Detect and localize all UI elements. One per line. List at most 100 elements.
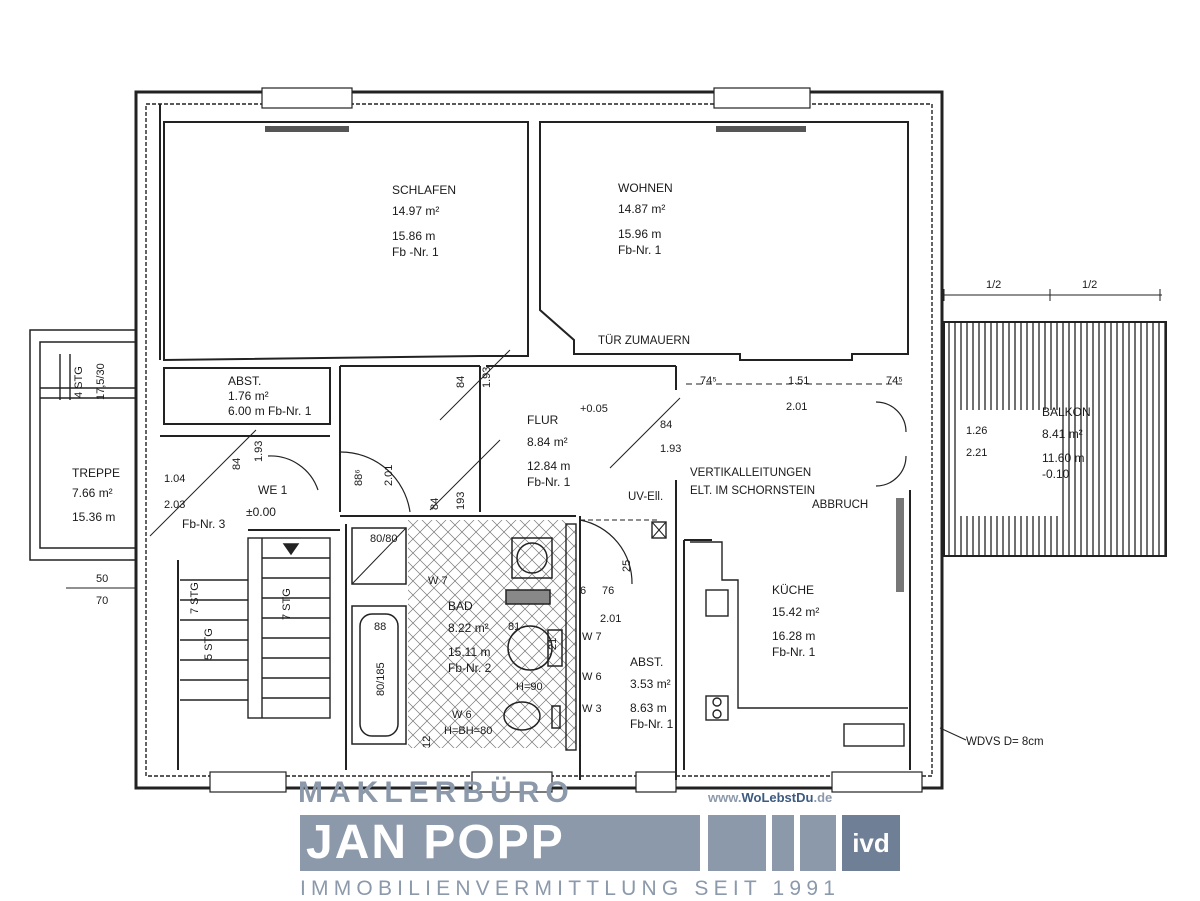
- room-perimeter: 15.96 m: [618, 227, 661, 241]
- note-window: W 7: [428, 575, 448, 587]
- room-treppe: TREPPE 7.66 m² 15.36 m: [72, 466, 120, 524]
- room-area: 8.22 m²: [448, 621, 489, 635]
- windows: [209, 87, 923, 793]
- room-area: 1.76 m²: [228, 389, 269, 403]
- dim-886: 88⁶: [353, 469, 365, 486]
- room-level: -0.10: [1042, 467, 1070, 481]
- note-uv: UV-Ell.: [628, 491, 663, 503]
- room-name: ABST.: [228, 374, 261, 388]
- brand-maklerbuero: MAKLERBÜRO: [298, 776, 575, 809]
- room-wohnen: WOHNEN 14.87 m² 15.96 m Fb-Nr. 1: [618, 181, 673, 257]
- dim-201: 2.01: [383, 465, 395, 486]
- room-name: WOHNEN: [618, 181, 673, 195]
- room-we1: WE 1 ±0.00 Fb-Nr. 3: [182, 483, 288, 531]
- room-kueche: KÜCHE 15.42 m² 16.28 m Fb-Nr. 1: [772, 583, 819, 659]
- dim-201: 2.01: [786, 401, 807, 413]
- dim-76: 76: [602, 585, 614, 597]
- dim-126: 1.26: [966, 425, 987, 437]
- web-suffix: .de: [813, 790, 833, 805]
- stairs: [59, 354, 331, 719]
- note-height: H=90: [516, 681, 543, 693]
- note-height: H=BH=80: [444, 725, 492, 737]
- dim-74: 74⁵: [886, 375, 903, 387]
- room-perimeter: 12.84 m: [527, 459, 570, 473]
- dim-104: 1.04: [164, 473, 185, 485]
- kitchen-fixtures: [690, 541, 908, 747]
- shaft-wall: [565, 523, 577, 751]
- room-bad: BAD 8.22 m² 15.11 m Fb-Nr. 2: [448, 599, 492, 675]
- brand-block: [708, 815, 766, 871]
- dim-50: 50: [96, 573, 108, 585]
- dim-21: 21: [547, 638, 559, 650]
- note-window: W 6: [582, 671, 602, 683]
- dim-half: 1/2: [1082, 279, 1097, 291]
- brand-name: JAN POPP: [306, 816, 565, 869]
- brand-tagline: IMMOBILIENVERMITTLUNG SEIT 1991: [300, 877, 841, 900]
- dim-221: 2.21: [966, 447, 987, 459]
- uv-box: [651, 521, 667, 539]
- room-perimeter: 6.00 m Fb-Nr. 1: [228, 404, 312, 418]
- dim-201: 2.01: [600, 613, 621, 625]
- room-fb: Fb-Nr. 1: [527, 475, 571, 489]
- dimension-labels: 84 1.93 74⁵ 1.51 74⁵ 2.01 84 1.93 1.26 2…: [96, 279, 1097, 748]
- dim-84: 84: [455, 376, 467, 388]
- door-swings: [267, 401, 907, 585]
- upper-rooms: [163, 121, 909, 362]
- room-name: KÜCHE: [772, 583, 814, 597]
- room-area: 8.41 m²: [1042, 427, 1083, 441]
- note-window: W 7: [582, 631, 602, 643]
- note-elt-schornstein: ELT. IM SCHORNSTEIN: [690, 485, 815, 497]
- dim-84: 84: [660, 419, 672, 431]
- room-perimeter: 15.36 m: [72, 510, 115, 524]
- dim-half: 1/2: [986, 279, 1001, 291]
- note-stg: 7 STG: [281, 588, 293, 620]
- dimension-lines: [66, 349, 906, 589]
- brand-block: [800, 815, 836, 871]
- room-abst2: ABST. 3.53 m² 8.63 m Fb-Nr. 1: [630, 655, 674, 731]
- room-area: 15.42 m²: [772, 605, 819, 619]
- bath-fixtures: [351, 527, 563, 745]
- room-area: 7.66 m²: [72, 486, 113, 500]
- note-tuer-zumauern: TÜR ZUMAUERN: [598, 335, 690, 347]
- interior-walls: [160, 365, 911, 780]
- dim-193: 1.93: [481, 367, 493, 388]
- brand-bar: [300, 815, 700, 871]
- dim-8080: 80/80: [370, 533, 398, 545]
- note-window: W 3: [582, 703, 602, 715]
- dim-193: 193: [455, 492, 467, 510]
- dim-6: 6: [580, 585, 586, 597]
- dim-80185: 80/185: [375, 662, 387, 696]
- dim-25: 25: [621, 560, 633, 572]
- dim-84: 84: [231, 458, 243, 470]
- room-name: FLUR: [527, 413, 559, 427]
- room-area: 14.97 m²: [392, 204, 439, 218]
- brand-website: www.WoLebstDu.de: [708, 790, 908, 805]
- note-abbruch: ABBRUCH: [812, 499, 868, 511]
- room-fb: Fb-Nr. 3: [182, 517, 226, 531]
- dim-81: 81: [508, 621, 520, 633]
- bad-tiles: [408, 520, 566, 748]
- web-domain: WoLebstDu: [741, 790, 814, 805]
- room-fb: Fb-Nr. 1: [618, 243, 662, 257]
- dim-203: 2.03: [164, 499, 185, 511]
- room-perimeter: 11.60 m: [1042, 451, 1084, 465]
- room-area: 8.84 m²: [527, 435, 568, 449]
- room-flur: FLUR 8.84 m² 12.84 m Fb-Nr. 1 +0.05: [527, 403, 608, 489]
- brand-block: [772, 815, 794, 871]
- room-name: TREPPE: [72, 466, 120, 480]
- note-wdvs: WDVS D= 8cm: [966, 736, 1044, 748]
- dim-70: 70: [96, 595, 108, 607]
- note-window: W 6: [452, 709, 472, 721]
- dim-193: 1.93: [253, 441, 265, 462]
- dim-12: 12: [421, 736, 433, 748]
- room-name: SCHLAFEN: [392, 183, 456, 197]
- dim-84: 84: [429, 498, 441, 510]
- note-stg: 5 STG: [203, 628, 215, 660]
- room-perimeter: 15.11 m: [448, 645, 490, 659]
- dim-74: 74⁵: [700, 375, 717, 387]
- room-perimeter: 15.86 m: [392, 229, 435, 243]
- room-area: 14.87 m²: [618, 202, 665, 216]
- balkon-deck: [943, 289, 1167, 557]
- room-name: ABST.: [630, 655, 663, 669]
